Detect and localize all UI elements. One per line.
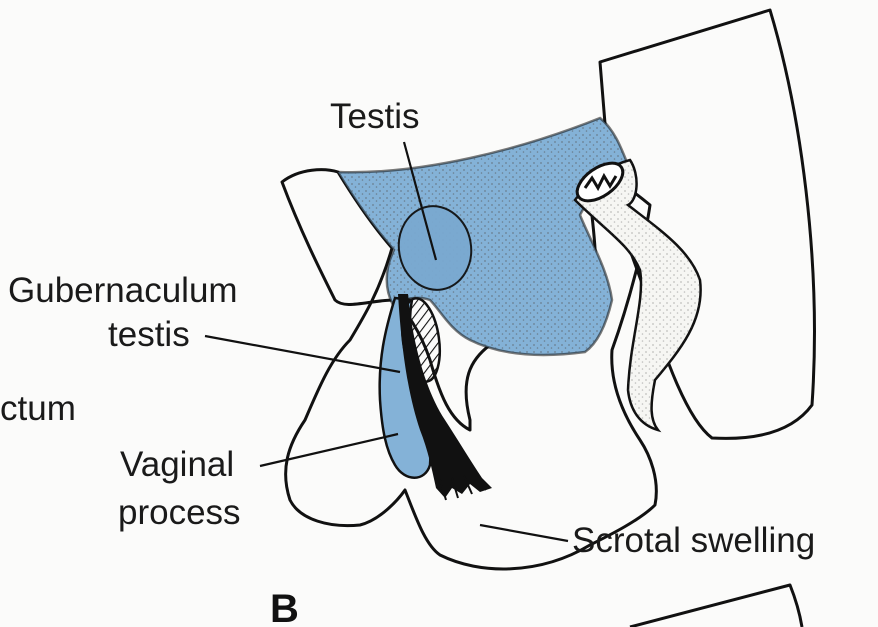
vaginal-leader xyxy=(260,434,398,466)
scrotal-swelling-label: Scrotal swelling xyxy=(572,521,815,560)
panel-letter: B xyxy=(270,587,299,627)
vaginal-label-line2: process xyxy=(118,493,241,532)
gubernaculum-label-line1: Gubernaculum xyxy=(8,271,238,310)
rectum-partial-label: ctum xyxy=(0,389,76,428)
testis-label: Testis xyxy=(330,97,419,136)
gubernaculum-leader xyxy=(205,336,400,372)
lower-panel-edge xyxy=(630,585,802,627)
vaginal-label-line1: Vaginal xyxy=(120,445,234,484)
gubernaculum-label-line2: testis xyxy=(108,315,190,354)
scrotal-leader xyxy=(480,525,568,541)
